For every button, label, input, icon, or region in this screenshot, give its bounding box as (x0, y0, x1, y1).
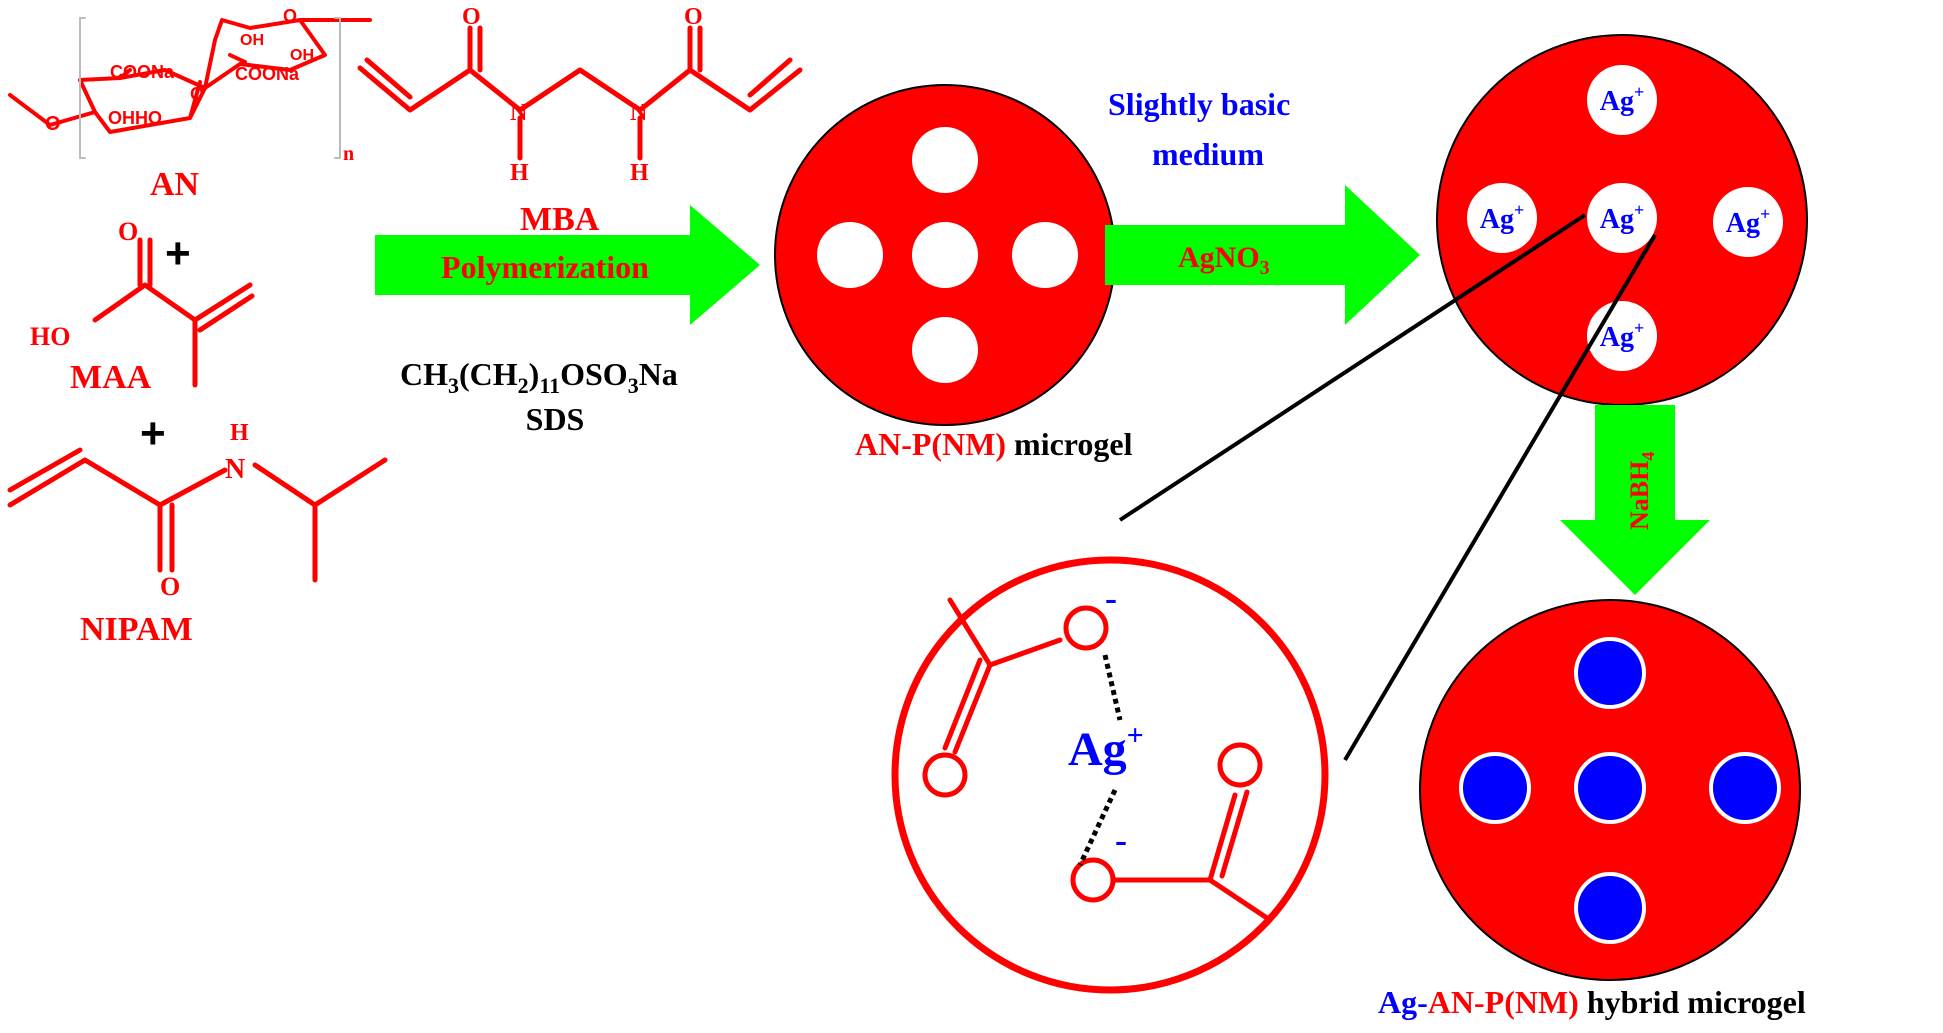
ag-ion-left: Ag+ (1480, 200, 1525, 235)
ag-ion-pore-right (1713, 187, 1783, 257)
ionic-bond-2 (1077, 788, 1118, 867)
polymerization-arrow (375, 205, 760, 325)
an-label: AN (150, 166, 200, 203)
pore-center (912, 222, 978, 288)
agno3-arrow (1105, 185, 1420, 325)
ag-hybrid-microgel (1419, 599, 1801, 981)
an-p-nm-microgel-label: AN-P(NM) microgel (855, 426, 1133, 462)
ag-nanoparticle-center (1574, 752, 1646, 824)
ag-ion-pore-center (1587, 183, 1657, 253)
maa-ho: HO (30, 322, 70, 351)
mba-h-1: H (510, 160, 529, 186)
plus-sign-1: + (165, 229, 191, 278)
pore-right (1012, 222, 1078, 288)
an-oh-ho: OHHO (108, 108, 162, 128)
ag-nanoparticle-top (1574, 637, 1646, 709)
ag-nanoparticle-bottom (1574, 872, 1646, 944)
nabh4-arrow (1560, 405, 1710, 595)
nipam-h: H (230, 420, 249, 446)
an-coona-1: COONa (110, 62, 175, 82)
mba-label: MBA (520, 201, 600, 238)
an-o-2: O (190, 84, 204, 104)
zoom-line-1 (1118, 213, 1587, 522)
oxygen-atom-3 (1217, 742, 1263, 788)
mba-o-1: O (462, 4, 481, 30)
carboxylate-charge-2: - (1115, 820, 1127, 860)
pore-bottom (912, 317, 978, 383)
pore-top (912, 127, 978, 193)
nipam-o: O (160, 572, 180, 601)
mba-o-2: O (684, 4, 703, 30)
an-oh-2: OH (290, 47, 314, 64)
an-p-nm-microgel (774, 84, 1116, 426)
an-o-1: O (45, 113, 61, 135)
mba-n-1: N (510, 100, 528, 126)
zoom-line-2 (1343, 233, 1657, 762)
an-n: n (343, 143, 354, 165)
nabh4-label: NaBH4 (1625, 452, 1658, 530)
ag-binding-detail (891, 556, 1329, 994)
ag-ion-center: Ag+ (1600, 200, 1645, 235)
mba-n-2: N (630, 100, 648, 126)
an-coona-2: COONa (235, 64, 300, 84)
maa-label: MAA (70, 359, 152, 396)
maa-structure (92, 237, 255, 388)
nipam-label: NIPAM (80, 611, 193, 648)
oxygen-atom-1 (1063, 605, 1109, 651)
nipam-n: N (225, 454, 245, 485)
agno3-label: AgNO3 (1178, 241, 1270, 279)
carboxylate-charge-1: - (1105, 578, 1117, 618)
sds-formula: CH3(CH2)11OSO3Na (400, 356, 678, 398)
hybrid-microgel-label: Ag-AN-P(NM) hybrid microgel (1378, 984, 1806, 1020)
oxygen-atom-4 (1070, 857, 1116, 903)
maa-o: O (118, 217, 138, 246)
medium-line-2: medium (1152, 136, 1264, 172)
ag-ion-bottom: Ag+ (1600, 318, 1645, 353)
ag-ion-detail: Ag+ (1068, 719, 1144, 776)
nipam-structure (7, 447, 388, 583)
ionic-bond-1 (1102, 654, 1123, 721)
sds-label: SDS (526, 401, 585, 437)
mba-structure (357, 25, 803, 161)
medium-line-1: Slightly basic (1108, 86, 1290, 122)
plus-sign-2: + (140, 409, 166, 458)
polymerization-label: Polymerization (441, 249, 649, 285)
ag-nanoparticle-left (1459, 752, 1531, 824)
ag-nanoparticle-right (1709, 752, 1781, 824)
ag-ion-right: Ag+ (1726, 204, 1771, 239)
ag-ion-pore-left (1467, 183, 1537, 253)
pore-left (817, 222, 883, 288)
an-oh-1: OH (240, 32, 264, 49)
ag-ion-pore-top (1587, 65, 1657, 135)
ag-ion-top: Ag+ (1600, 82, 1645, 117)
an-o-3: O (283, 6, 297, 26)
oxygen-atom-2 (922, 752, 968, 798)
an-structure (8, 17, 372, 159)
mba-h-2: H (630, 160, 649, 186)
